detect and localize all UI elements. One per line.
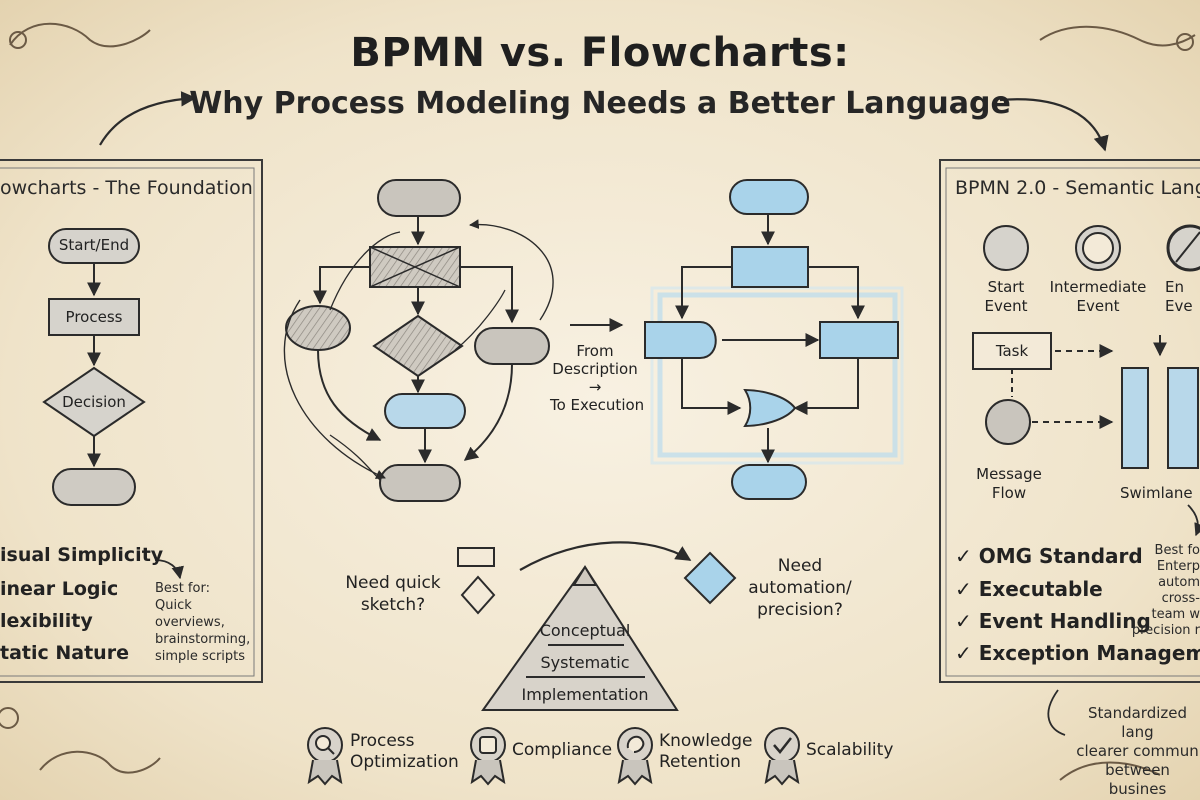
badge-line: Knowledge <box>659 731 753 751</box>
flourish-bottom-left <box>0 707 161 774</box>
badge-scalability: Scalability <box>806 740 893 761</box>
pyramid-level-conceptual: Conceptual <box>539 621 631 640</box>
bpmn-panel <box>939 159 1200 736</box>
messy-flowchart <box>283 179 554 502</box>
flourish-top-left <box>9 22 151 49</box>
bpmn-feature-text: Executable <box>978 577 1103 601</box>
best-for-line: brainstorming, <box>155 632 251 647</box>
badge-knowledge-retention: Knowledge Retention <box>659 731 752 773</box>
page-subtitle: Why Process Modeling Needs a Better Lang… <box>189 86 1011 121</box>
badge-process-optimization: Process Optimization <box>350 731 459 773</box>
title-arrow-right <box>999 98 1109 152</box>
question-line: Need <box>777 556 823 576</box>
best-for-title: Best for: <box>155 581 210 596</box>
transition-line: To Execution <box>550 396 645 414</box>
pyramid-level-implementation: Implementation <box>521 685 649 704</box>
badge-line: Retention <box>659 752 741 772</box>
flowchart-feature: inear Logic <box>0 578 119 600</box>
transition-line: Description <box>552 360 638 378</box>
decision-section <box>457 541 737 615</box>
task-label: Task <box>995 342 1029 360</box>
note-line: between busines <box>1105 761 1170 798</box>
bpmn-best-for-line: cross-team w <box>1151 591 1200 622</box>
clean-bpmn-diagram <box>644 179 904 500</box>
badge-icons <box>307 727 800 786</box>
process-label: Process <box>65 308 123 326</box>
quick-sketch-question: Need quick sketch? <box>338 572 448 616</box>
flowchart-best-for: Best for: Quick overviews, brainstorming… <box>155 580 255 665</box>
standardized-language-note: Standardized lang clearer commun between… <box>1075 704 1200 799</box>
note-line: Standardized lang <box>1087 704 1188 741</box>
brain-icon <box>617 727 653 786</box>
flowchart-feature: lexibility <box>0 610 93 632</box>
flowchart-panel <box>0 159 263 683</box>
swimlane-label: Swimlane <box>1120 484 1193 502</box>
message-flow-line: Message <box>976 465 1042 483</box>
badge-compliance: Compliance <box>512 740 612 761</box>
intermediate-event-label: Intermediate Event <box>1046 278 1150 316</box>
badge-line: Optimization <box>350 752 459 772</box>
bpmn-best-for-line: autom <box>1158 575 1200 590</box>
event-line: En <box>1165 278 1184 296</box>
magnifier-icon <box>307 727 343 786</box>
bpmn-feature-text: Exception Management <box>978 641 1200 665</box>
flowchart-panel-title: owcharts - The Foundation <box>0 177 253 199</box>
flourish-top-right <box>1039 25 1196 51</box>
message-flow-line: Flow <box>991 484 1027 502</box>
question-line: automation/ <box>748 578 852 598</box>
checkmark-icon <box>764 727 800 786</box>
start-event-label: Start Event <box>966 278 1046 316</box>
automation-question: Need automation/ precision? <box>745 555 855 621</box>
bpmn-feature: ✓ OMG Standard <box>955 544 1143 568</box>
pyramid-level-systematic: Systematic <box>540 653 630 672</box>
event-line: Event <box>984 297 1028 315</box>
event-line: Intermediate <box>1049 278 1147 296</box>
badge-line: Scalability <box>806 740 894 760</box>
transition-line: From <box>576 342 614 360</box>
event-line: Eve <box>1165 297 1193 315</box>
bpmn-panel-title: BPMN 2.0 - Semantic Lang <box>955 177 1200 199</box>
question-line: precision? <box>757 600 843 620</box>
bpmn-feature-text: Event Handling <box>978 609 1151 633</box>
flourish-bottom-right <box>1059 761 1161 781</box>
page-title: BPMN vs. Flowcharts: <box>350 30 850 76</box>
note-line: clearer commun <box>1076 742 1199 760</box>
bpmn-feature: ✓ Event Handling <box>955 609 1151 633</box>
badge-line: Compliance <box>512 740 613 760</box>
bpmn-feature: ✓ Exception Management <box>955 641 1200 665</box>
end-event-label: En Eve <box>1165 278 1200 316</box>
bpmn-feature: ✓ Executable <box>955 577 1103 601</box>
best-for-line: Quick overviews, <box>155 598 225 630</box>
start-end-label: Start/End <box>58 236 130 254</box>
decision-label: Decision <box>62 393 126 411</box>
flowchart-feature: tatic Nature <box>0 642 129 664</box>
event-line: Start <box>987 278 1025 296</box>
transition-label: From Description → To Execution <box>550 342 645 414</box>
flowchart-feature: isual Simplicity <box>0 544 164 566</box>
badge-line: Process <box>350 731 415 751</box>
question-line: Need quick <box>345 573 441 593</box>
bpmn-best-for-line: Best fo <box>1154 543 1200 558</box>
transition-line: → <box>588 378 602 396</box>
pyramid <box>481 565 679 711</box>
bpmn-best-for-line: precision r <box>1131 623 1200 638</box>
title-arrow-left <box>99 91 197 146</box>
bpmn-feature-text: OMG Standard <box>978 544 1143 568</box>
message-flow-label: Message Flow <box>966 465 1052 503</box>
event-line: Event <box>1076 297 1120 315</box>
clipboard-icon <box>470 727 506 786</box>
question-line: sketch? <box>360 595 426 615</box>
best-for-line: simple scripts <box>155 649 246 664</box>
bpmn-best-for-line: Enterp <box>1156 559 1200 574</box>
bpmn-best-for: Best fo Enterp autom cross-team w precis… <box>1128 543 1200 639</box>
